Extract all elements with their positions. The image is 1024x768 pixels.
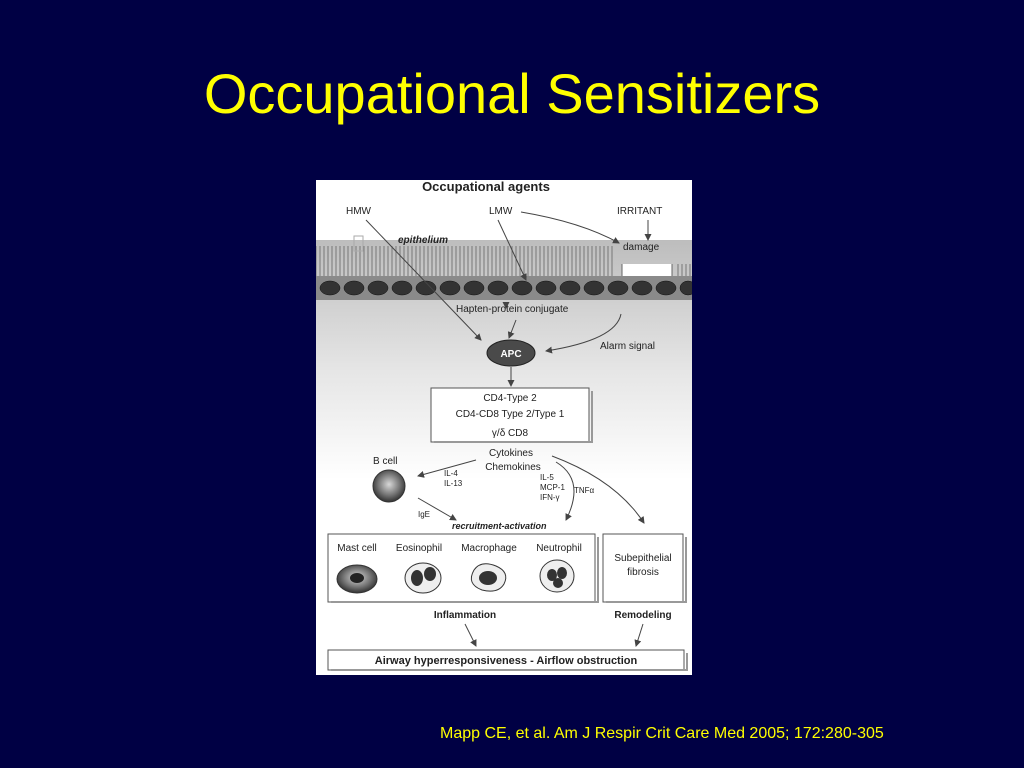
il-13-label: IL-13: [444, 479, 463, 488]
neutrophil-label: Neutrophil: [536, 543, 582, 554]
remodeling-label: Remodeling: [614, 610, 671, 621]
mcp-1-label: MCP-1: [540, 483, 565, 492]
citation: Mapp CE, et al. Am J Respir Crit Care Me…: [440, 725, 884, 742]
bcell-icon: [372, 469, 406, 503]
fibrosis-line-1: Subepithelial: [614, 553, 671, 564]
neutrophil-icon: [539, 559, 575, 593]
cytokine-arrows: [417, 455, 645, 524]
fibrosis-box: [602, 533, 684, 603]
damage-label: damage: [623, 242, 660, 253]
slide-title: Occupational Sensitizers: [203, 62, 821, 125]
il-4-label: IL-4: [444, 469, 458, 478]
inflammation-label: Inflammation: [434, 610, 496, 621]
tcell-box: [430, 387, 590, 443]
ige-label: IgE: [418, 510, 430, 519]
diagram-header: Occupational agents: [422, 180, 550, 194]
effector-cell-icons: [336, 559, 575, 594]
apc-label: APC: [500, 349, 521, 360]
outcome-arrows: [464, 623, 644, 647]
tnf-label: TNFα: [574, 486, 595, 495]
epithelium-cilia: [316, 246, 691, 284]
macrophage-label: Macrophage: [461, 543, 517, 554]
tcell-line-2: CD4-CD8 Type 2/Type 1: [456, 409, 565, 420]
eosinophil-label: Eosinophil: [396, 543, 442, 554]
apc-node: [486, 339, 536, 367]
tcell-line-1: CD4-Type 2: [483, 393, 537, 404]
agent-irritant: IRRITANT: [617, 206, 662, 217]
tcell-line-3: γ/δ CD8: [492, 428, 529, 439]
epithelial-cells: [319, 280, 692, 296]
fibrosis-line-2: fibrosis: [627, 567, 659, 578]
cytokines-label: Cytokines: [489, 448, 533, 459]
bcell-label: B cell: [373, 456, 397, 467]
pathway-diagram: Occupational agents HMW LMW IRRITANT dam…: [316, 180, 692, 671]
il-5-label: IL-5: [540, 473, 554, 482]
outcome-label: Airway hyperresponsiveness - Airflow obs…: [375, 655, 638, 667]
agent-hmw: HMW: [346, 206, 372, 217]
chemokines-label: Chemokines: [485, 462, 541, 473]
recruitment-label: recruitment-activation: [452, 521, 547, 531]
mast-cell-label: Mast cell: [337, 543, 376, 554]
epithelium-label: epithelium: [398, 235, 448, 246]
hapten-label: Hapten-protein conjugate: [456, 304, 569, 315]
ifn-gamma-label: IFN-γ: [540, 493, 560, 502]
epithelium-marker: [353, 235, 364, 252]
alarm-label: Alarm signal: [600, 341, 655, 352]
agent-arrows: [365, 211, 652, 387]
pathway-figure: Occupational agents HMW LMW IRRITANT dam…: [316, 180, 692, 675]
agent-lmw: LMW: [489, 206, 513, 217]
